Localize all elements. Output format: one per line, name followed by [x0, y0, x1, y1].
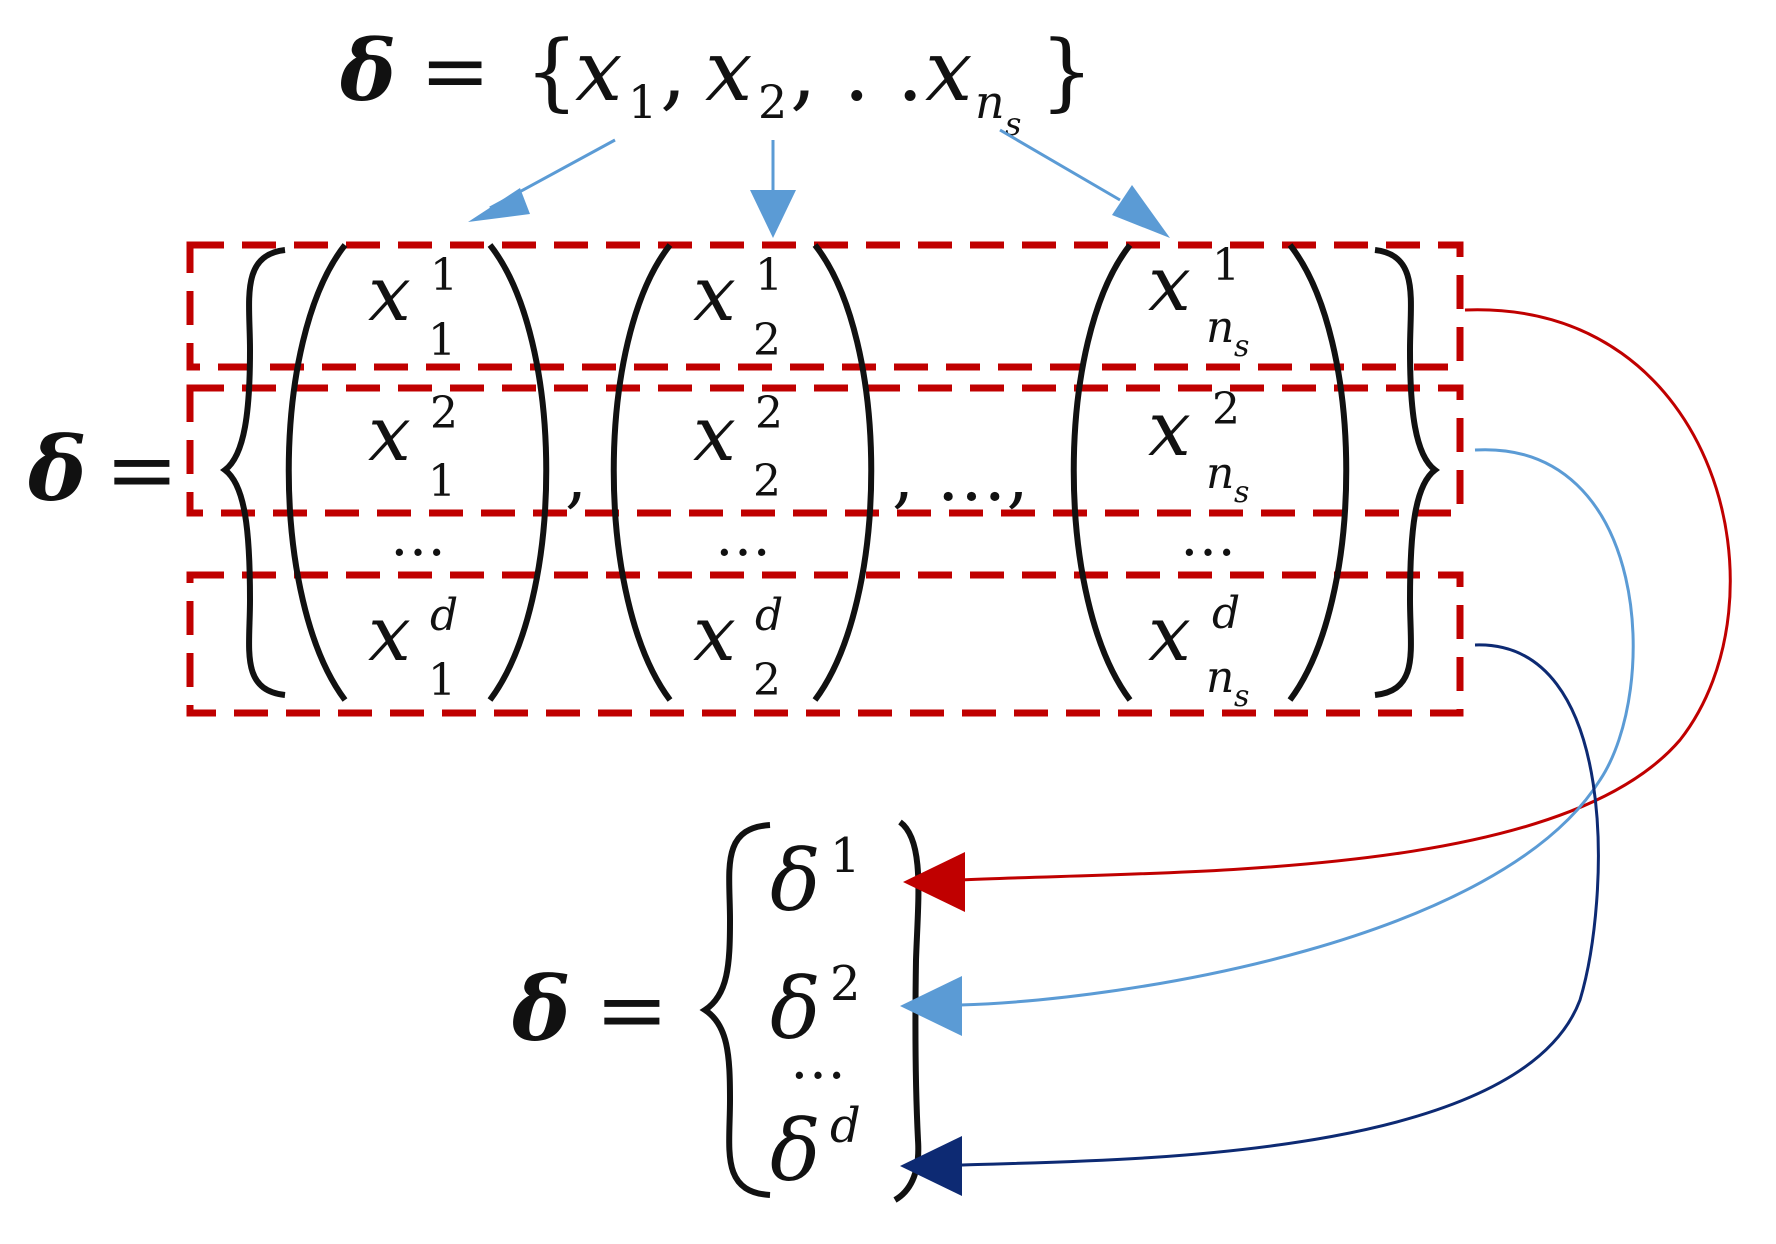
bottom-row1-delta: δ: [770, 832, 821, 930]
matrix-equals-sign: =: [105, 418, 179, 521]
coln-row2-subscript-n: n: [1206, 448, 1234, 499]
top-x2-symbol: x: [705, 22, 752, 120]
matrix-delta-symbol: δ: [27, 417, 87, 521]
curved-arrow-red-head: [903, 852, 965, 912]
col1-row1-x: x: [368, 249, 411, 338]
bottom-delta-symbol: δ: [511, 957, 571, 1061]
bottom-left-brace: [699, 822, 771, 1198]
top-x1-symbol: x: [575, 22, 622, 120]
coln-row2-x: x: [1148, 384, 1191, 473]
curved-arrow-light-blue-head: [900, 976, 962, 1036]
top-x1-subscript: 1: [628, 75, 657, 129]
col2-row2-subscript: 2: [753, 456, 781, 507]
coln-row1-x: x: [1148, 239, 1191, 328]
matrix-ellipsis-separator: , …,: [892, 435, 1029, 517]
col2-rowd-x: x: [693, 589, 736, 678]
col2-row2-superscript: 2: [755, 388, 783, 439]
col1-vdots: …: [390, 504, 446, 569]
top-xn-subscript-s: s: [1005, 105, 1021, 143]
col2-vdots: …: [715, 504, 771, 569]
coln-row1-subscript-n: n: [1206, 302, 1234, 353]
col1-rowd-x: x: [368, 589, 411, 678]
coln-right-paren: [1287, 243, 1350, 702]
arrow-down-right-icon: [999, 128, 1121, 202]
row-box-1: [186, 241, 1464, 371]
bottom-row2-superscript: 2: [830, 956, 861, 1012]
matrix-comma: ,: [565, 435, 587, 517]
curved-arrow-dark-blue-icon: [959, 643, 1600, 1167]
top-close-brace: }: [1040, 22, 1093, 120]
coln-row2-superscript: 2: [1212, 384, 1240, 435]
top-open-brace: {: [525, 22, 578, 120]
top-xn-symbol: x: [925, 22, 972, 120]
col1-row1-superscript: 1: [430, 250, 458, 301]
coln-rowd-superscript: d: [1212, 588, 1240, 639]
row-boxes: [186, 241, 1464, 717]
curved-arrow-dark-blue-head: [900, 1136, 962, 1196]
col1-right-paren: [487, 243, 550, 702]
col1-row2-x: x: [368, 389, 411, 478]
coln-row2-subscript-s: s: [1234, 475, 1249, 510]
col2-rowd-superscript: d: [755, 590, 783, 641]
bottom-vdots: …: [790, 1027, 846, 1092]
matrix-equation: δ = x 1 1 x 2 1 … x d 1 , x 1: [27, 239, 1440, 714]
column-1: x 1 1 x 2 1 … x d 1: [368, 249, 458, 706]
coln-rowd-subscript-s: s: [1234, 679, 1249, 714]
top-equation: δ = { x 1 , x 2 , . . x n s }: [339, 21, 1093, 143]
arrow-down-right-head: [1112, 185, 1170, 238]
coln-rowd-subscript-n: n: [1206, 652, 1234, 703]
col1-rowd-subscript: 1: [428, 655, 456, 706]
curved-arrow-light-blue-icon: [959, 448, 1635, 1007]
col1-row2-subscript: 1: [428, 456, 456, 507]
col2-rowd-subscript: 2: [753, 655, 781, 706]
coln-rowd-x: x: [1148, 589, 1191, 678]
curved-arrows: [900, 308, 1732, 1196]
top-equals-sign: =: [420, 22, 490, 120]
outer-right-brace: [1374, 247, 1440, 698]
top-dots: , . .: [790, 22, 924, 120]
arrow-down-left-head: [468, 188, 530, 222]
bottom-row2-delta: δ: [770, 960, 821, 1058]
col2-row1-subscript: 2: [753, 315, 781, 366]
col1-row1-subscript: 1: [428, 315, 456, 366]
col2-row1-superscript: 1: [755, 250, 783, 301]
top-x2-subscript: 2: [758, 75, 787, 129]
col1-rowd-superscript: d: [430, 590, 458, 641]
column-n: x 1 n s x 2 n s … x d n s: [1148, 239, 1249, 714]
coln-left-paren: [1070, 243, 1133, 702]
bottom-equation: δ = δ 1 δ 2 … δ d: [511, 819, 922, 1203]
col2-row1-x: x: [693, 249, 736, 338]
outer-left-brace: [220, 247, 286, 698]
top-arrows: [468, 128, 1170, 238]
row-box-2: [186, 384, 1464, 517]
bottom-equals-sign: =: [595, 958, 669, 1061]
top-xn-subscript-n: n: [975, 75, 1005, 129]
column-2: x 1 2 x 2 2 … x d 2: [693, 249, 783, 706]
col2-left-paren: [610, 243, 673, 702]
coln-vdots: …: [1180, 504, 1236, 569]
row-box-d: [186, 571, 1464, 717]
bottom-rowd-superscript: d: [830, 1098, 861, 1154]
curved-arrow-red-icon: [959, 308, 1732, 882]
col2-row2-x: x: [693, 389, 736, 478]
top-delta-symbol: δ: [339, 21, 396, 120]
coln-row1-subscript-s: s: [1234, 329, 1249, 364]
arrow-down-head: [750, 190, 796, 238]
bottom-row1-superscript: 1: [830, 828, 861, 884]
bottom-rowd-delta: δ: [770, 1102, 821, 1200]
top-comma: ,: [660, 22, 687, 120]
col1-row2-superscript: 2: [430, 388, 458, 439]
col1-left-paren: [285, 243, 348, 702]
coln-row1-superscript: 1: [1212, 240, 1240, 291]
col2-right-paren: [812, 243, 875, 702]
